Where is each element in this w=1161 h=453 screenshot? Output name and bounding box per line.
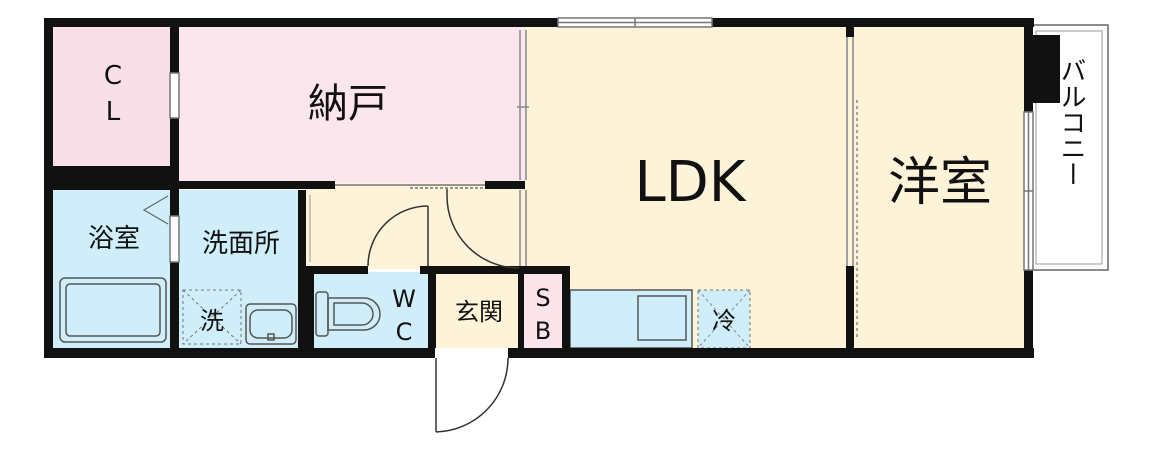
hall-door-swing (367, 205, 429, 267)
entrance-door-swing (435, 357, 509, 433)
hallway-area (302, 183, 525, 269)
ldk-storage-partition (517, 30, 529, 180)
bath-window (169, 215, 180, 263)
balcony-label: バルコニー (1056, 57, 1086, 187)
washer-label: 洗 (200, 307, 224, 335)
toilet-label-c: C (396, 318, 413, 346)
washing-machine-space-icon (182, 289, 242, 345)
shoe-box-label-b: B (535, 317, 551, 345)
washroom-label: 洗面所 (202, 229, 280, 259)
closet-label-l: L (106, 97, 121, 127)
balcony-sliding-door (1023, 111, 1034, 271)
western-room-label: 洋室 (888, 153, 992, 213)
bathtub-icon (59, 277, 167, 343)
ldk-label: LDK (634, 150, 746, 215)
bathroom-label: 浴室 (88, 224, 140, 254)
closet-area (52, 25, 175, 168)
storage-room-label: 納戸 (308, 81, 388, 127)
top-window (557, 17, 713, 28)
ldk-hall-partition (519, 190, 527, 266)
entrance-label: 玄関 (455, 298, 503, 326)
balcony-inner-rail (1035, 30, 1103, 265)
toilet-area (310, 272, 430, 348)
bath-entry-triangle-icon (142, 195, 169, 225)
storage-room-area (175, 25, 525, 183)
fridge-cross-icon (697, 289, 751, 349)
walls (44, 18, 1060, 358)
storage-sliding-door (335, 184, 485, 189)
sink-icon (245, 303, 297, 345)
toilet-label-w: W (392, 285, 416, 313)
bathroom-area (52, 190, 175, 348)
kitchen-counter (569, 289, 693, 349)
shoe-box-label-s: S (535, 284, 550, 312)
closet-label-c: C (104, 61, 122, 91)
entrance-area (436, 272, 522, 348)
fridge-label: 冷 (712, 307, 736, 335)
western-room-sliding-door (846, 37, 858, 340)
western-room-area (851, 25, 1027, 348)
shoe-box-area (522, 272, 564, 348)
washroom-area (175, 190, 302, 348)
toilet-icon (315, 291, 381, 337)
closet-window (169, 72, 180, 119)
kitchen-sink-icon (637, 295, 687, 341)
storage-door-swing (446, 189, 520, 269)
